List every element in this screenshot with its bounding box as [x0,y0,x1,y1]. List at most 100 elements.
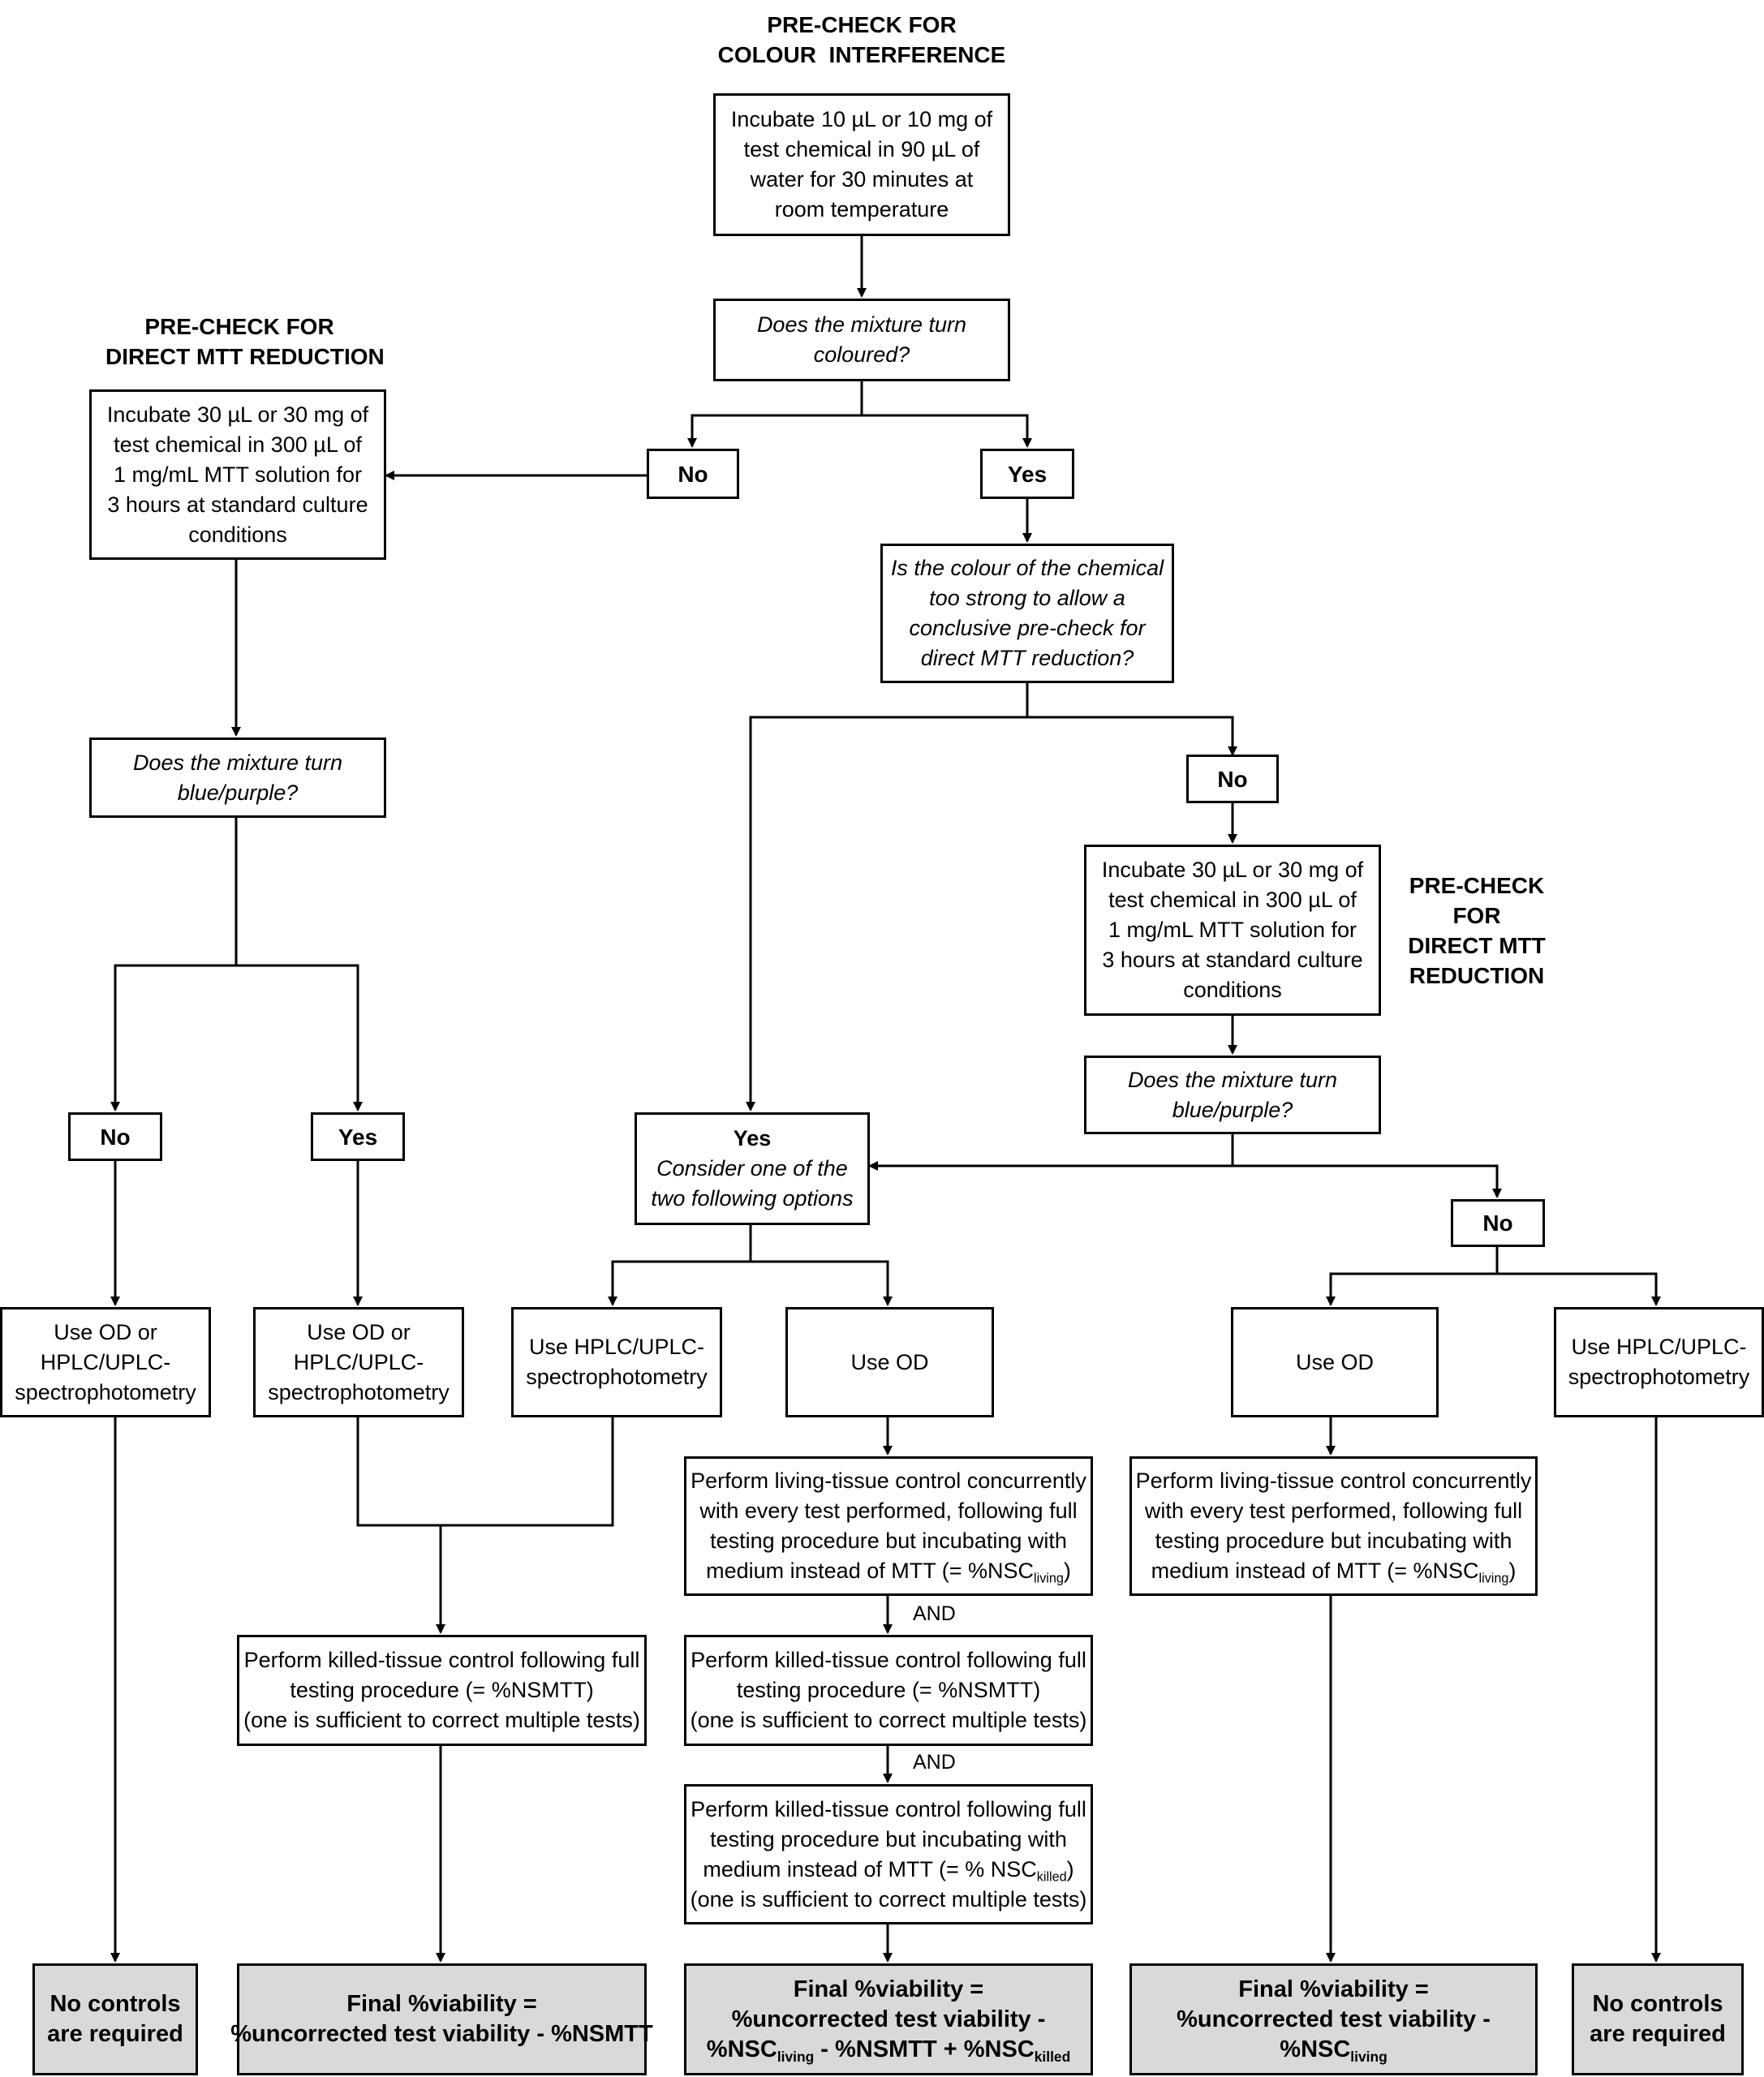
heading-line: PRE-CHECK [1409,873,1545,898]
connector [1326,1247,1499,1306]
result-final-viability-living: Final %viability = %uncorrected test via… [1129,1963,1538,2075]
box-line: medium instead of MTT (= %NSCliving) [1151,1556,1517,1586]
box-line: coloured? [813,342,910,367]
box-line: Perform living-tissue control concurrent… [1135,1469,1532,1493]
connector [1497,1272,1661,1306]
and-label-2: AND [913,1751,956,1774]
connector [236,964,363,1112]
box-line: Final %viability = [793,1976,984,2002]
living-tissue-control-right: Perform living-tissue control concurrent… [1129,1456,1538,1596]
box-line: test chemical in 90 µL of [743,137,980,161]
box-line: Use OD or [54,1319,157,1344]
box-line: test chemical in 300 µL of [1108,888,1357,912]
answer-yes-coloured: Yes [980,449,1074,499]
box-line: Incubate 30 µL or 30 mg of [1101,858,1364,882]
connector [862,414,1032,448]
text: - %NSMTT + %NSC [814,2036,1035,2062]
box-line: testing procedure (= %NSMTT) [290,1678,594,1702]
box-line: 1 mg/mL MTT solution for [113,462,363,487]
heading-direct-mtt-right: PRE-CHECK FOR DIRECT MTT REDUCTION [1396,871,1558,991]
box-line: medium instead of MTT (= %NSCliving) [706,1556,1071,1586]
box-line: %NSCliving [1280,2035,1387,2065]
connector [687,381,863,448]
incubate-mtt-left-box: Incubate 30 µL or 30 mg of test chemical… [89,389,386,560]
answer-label: No [678,461,708,487]
box-line: testing procedure (= %NSMTT) [736,1678,1041,1702]
connector [1027,716,1237,756]
box-line: Perform killed-tissue control following … [243,1648,640,1672]
subscript: living [1350,2048,1388,2065]
box-line: 1 mg/mL MTT solution for [1108,918,1357,942]
box-line: 3 hours at standard culture [1102,948,1363,972]
box-line: medium instead of MTT (= % NSCkilled) [703,1855,1073,1885]
box-line: Consider one of the [656,1156,848,1180]
yes-consider-options-box: Yes Consider one of the two following op… [635,1112,870,1225]
box-line: are required [1590,2021,1726,2047]
method-hplc-box-right: Use HPLC/UPLC- spectrophotometry [1554,1307,1764,1417]
method-od-box-mid: Use OD [785,1307,994,1417]
result-no-controls-right: No controls are required [1572,1963,1744,2075]
box-line: two following options [651,1186,854,1211]
box-line: Use OD [850,1349,929,1374]
incubate-mtt-right-box: Incubate 30 µL or 30 mg of test chemical… [1084,845,1381,1016]
answer-label: Yes [1007,461,1048,487]
box-line: too strong to allow a [929,586,1125,610]
box-line: Does the mixture turn [132,750,343,775]
living-tissue-control-mid: Perform living-tissue control concurrent… [684,1456,1093,1596]
answer-no-blue-left: No [68,1112,162,1161]
box-line: %uncorrected test viability - [731,2006,1046,2032]
box-line: Use OD or [307,1319,411,1344]
box-line: Does the mixture turn [756,312,967,337]
connector [110,818,238,1112]
box-line: No controls [1592,1991,1723,2017]
box-line: are required [47,2021,183,2047]
box-line: conditions [188,522,287,547]
box-line: test chemical in 300 µL of [114,432,362,457]
text: ) [1508,1559,1517,1583]
subscript: killed [1036,1869,1067,1885]
method-od-or-hplc-box-2: Use OD or HPLC/UPLC- spectrophotometry [253,1307,464,1417]
box-line: %NSCliving - %NSMTT + %NSCkilled [707,2035,1070,2065]
heading-colour-interference: PRE-CHECK FOR COLOUR INTERFERENCE [699,10,1024,70]
heading-direct-mtt-left: PRE-CHECK FOR DIRECT MTT REDUCTION [105,312,385,372]
subscript: living [1478,1571,1509,1586]
box-line: HPLC/UPLC- [40,1349,171,1374]
box-line: testing procedure but incubating with [1155,1529,1512,1553]
text: ) [1066,1856,1074,1881]
heading-line: DIRECT MTT [1408,933,1546,958]
method-od-or-hplc-box-1: Use OD or HPLC/UPLC- spectrophotometry [0,1307,211,1417]
box-line: spectrophotometry [526,1365,708,1389]
box-line: Final %viability = [1238,1976,1429,2002]
answer-no-too-strong: No [1186,755,1279,803]
box-line: Final %viability = [346,1991,537,2017]
connector [608,1225,752,1306]
result-final-viability-full: Final %viability = %uncorrected test via… [684,1963,1093,2075]
answer-label: No [1482,1211,1513,1236]
and-label-1: AND [913,1602,956,1625]
heading-line: COLOUR INTERFERENCE [717,42,1006,67]
box-line: blue/purple? [177,780,299,805]
subscript: living [1034,1571,1064,1586]
connector [868,1134,1234,1171]
box-line: Does the mixture turn [1127,1067,1338,1092]
box-line: Use HPLC/UPLC- [1571,1335,1747,1359]
box-line: Use OD [1295,1349,1375,1374]
heading-line: FOR [1452,903,1501,928]
result-final-viability-nsmtt: Final %viability = %uncorrected test via… [230,1963,653,2075]
box-line: spectrophotometry [1568,1365,1750,1389]
heading-line: PRE-CHECK FOR [144,314,334,339]
box-line: Use HPLC/UPLC- [528,1335,705,1359]
method-hplc-box-mid: Use HPLC/UPLC- spectrophotometry [511,1307,722,1417]
box-line: (one is sufficient to correct multiple t… [690,1708,1087,1732]
box-line: spectrophotometry [15,1379,196,1404]
box-line: %uncorrected test viability - %NSMTT [230,2021,653,2047]
box-line: water for 30 minutes at [750,167,974,191]
answer-yes-blue-left: Yes [311,1112,405,1161]
answer-label: No [1217,766,1248,792]
connector [746,682,1029,1112]
box-line: conclusive pre-check for [909,616,1146,640]
question-blue-right-box: Does the mixture turn blue/purple? [1084,1056,1381,1134]
box-line: direct MTT reduction? [920,646,1134,670]
